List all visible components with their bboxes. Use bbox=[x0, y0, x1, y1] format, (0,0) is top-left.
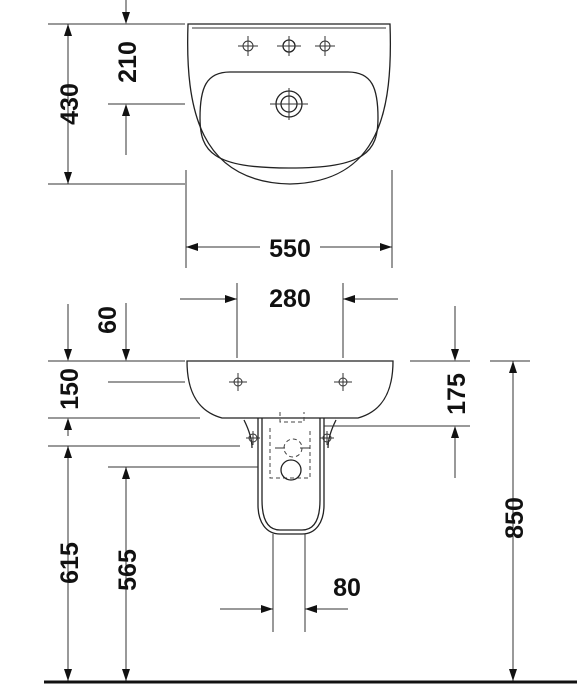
dimension-175: 175 bbox=[324, 306, 471, 478]
dimension-60-label: 60 bbox=[94, 306, 122, 334]
dimension-210-label: 210 bbox=[114, 41, 142, 83]
basin-front-view bbox=[186, 360, 394, 419]
dimension-430-label: 430 bbox=[56, 83, 84, 125]
wall-bracket-left bbox=[243, 419, 260, 449]
dimension-60: 60 bbox=[48, 303, 185, 362]
dimension-430: 430 bbox=[48, 23, 185, 185]
pedestal-front-view bbox=[243, 412, 337, 535]
dimension-80-label: 80 bbox=[333, 574, 361, 602]
dimension-550: 550 bbox=[185, 170, 393, 268]
dimension-615: 615 bbox=[48, 445, 240, 681]
dimension-210: 210 bbox=[108, 0, 185, 155]
basin-top-view bbox=[187, 23, 392, 185]
dimension-565: 565 bbox=[108, 466, 258, 681]
tap-hole-center bbox=[277, 36, 301, 56]
dimension-175-label: 175 bbox=[443, 373, 471, 415]
dimension-850: 850 bbox=[490, 360, 530, 681]
tap-hole-left bbox=[238, 36, 258, 56]
tap-hole-right bbox=[315, 36, 335, 56]
dimension-80: 80 bbox=[220, 534, 361, 632]
dimension-280-label: 280 bbox=[269, 285, 311, 313]
tap-mark-right bbox=[334, 373, 352, 391]
dimension-615-label: 615 bbox=[56, 542, 84, 584]
dimension-150: 150 bbox=[48, 304, 200, 436]
dimension-280: 280 bbox=[180, 283, 398, 358]
dimension-150-label: 150 bbox=[56, 368, 84, 410]
dimension-550-label: 550 bbox=[269, 235, 311, 263]
dimension-565-label: 565 bbox=[114, 549, 142, 591]
drain-hole-top bbox=[270, 88, 308, 120]
dimension-850-label: 850 bbox=[501, 497, 529, 539]
tap-mark-left bbox=[229, 373, 247, 391]
wall-bracket-right bbox=[320, 419, 337, 449]
